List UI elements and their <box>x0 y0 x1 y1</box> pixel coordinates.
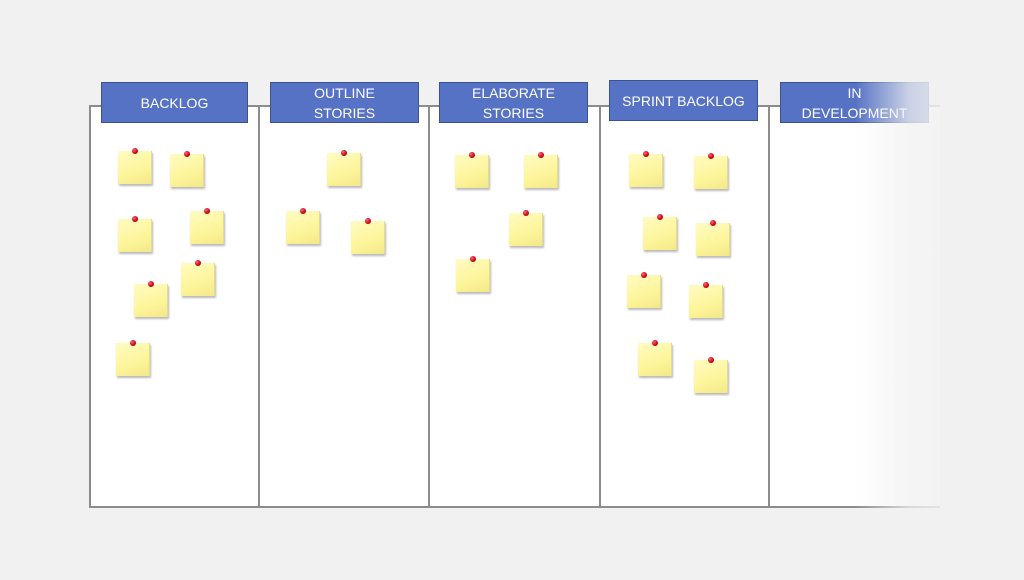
pin-icon <box>364 218 371 224</box>
column-header-backlog: BACKLOG <box>101 82 248 123</box>
column-divider <box>768 105 770 508</box>
sticky-note[interactable] <box>627 272 661 308</box>
sticky-note[interactable] <box>327 150 361 186</box>
sticky-note[interactable] <box>181 260 215 296</box>
column-header-in-development: IN DEVELOPMENT <box>780 82 929 123</box>
pin-icon <box>640 272 647 278</box>
pin-icon <box>702 282 709 288</box>
column-header-sprint-backlog: SPRINT BACKLOG <box>609 80 758 121</box>
pin-icon <box>131 216 138 222</box>
sticky-note[interactable] <box>629 151 663 187</box>
sticky-note[interactable] <box>694 153 728 189</box>
pin-icon <box>194 260 201 266</box>
pin-icon <box>340 150 347 156</box>
sticky-note[interactable] <box>643 214 677 250</box>
pin-icon <box>299 208 306 214</box>
pin-icon <box>147 281 154 287</box>
sticky-note[interactable] <box>456 256 490 292</box>
sticky-note[interactable] <box>689 282 723 318</box>
pin-icon <box>709 220 716 226</box>
sticky-note[interactable] <box>190 208 224 244</box>
pin-icon <box>203 208 210 214</box>
sticky-note[interactable] <box>170 151 204 187</box>
sticky-note[interactable] <box>694 357 728 393</box>
sticky-note[interactable] <box>455 152 489 188</box>
sticky-note[interactable] <box>118 148 152 184</box>
kanban-board <box>89 105 949 508</box>
sticky-note[interactable] <box>509 210 543 246</box>
pin-icon <box>131 148 138 154</box>
sticky-note[interactable] <box>524 152 558 188</box>
column-divider <box>599 105 601 508</box>
sticky-note[interactable] <box>118 216 152 252</box>
sticky-note[interactable] <box>696 220 730 256</box>
pin-icon <box>469 256 476 262</box>
pin-icon <box>537 152 544 158</box>
sticky-note[interactable] <box>116 340 150 376</box>
pin-icon <box>468 152 475 158</box>
pin-icon <box>183 151 190 157</box>
pin-icon <box>707 153 714 159</box>
column-header-elaborate-stories: ELABORATE STORIES <box>439 82 588 123</box>
sticky-note[interactable] <box>351 218 385 254</box>
background-strip <box>940 0 1024 580</box>
pin-icon <box>642 151 649 157</box>
column-divider <box>428 105 430 508</box>
pin-icon <box>707 357 714 363</box>
pin-icon <box>656 214 663 220</box>
sticky-note[interactable] <box>134 281 168 317</box>
column-header-outline-stories: OUTLINE STORIES <box>270 82 419 123</box>
sticky-note[interactable] <box>638 340 672 376</box>
sticky-note[interactable] <box>286 208 320 244</box>
pin-icon <box>129 340 136 346</box>
column-divider <box>258 105 260 508</box>
pin-icon <box>522 210 529 216</box>
pin-icon <box>651 340 658 346</box>
